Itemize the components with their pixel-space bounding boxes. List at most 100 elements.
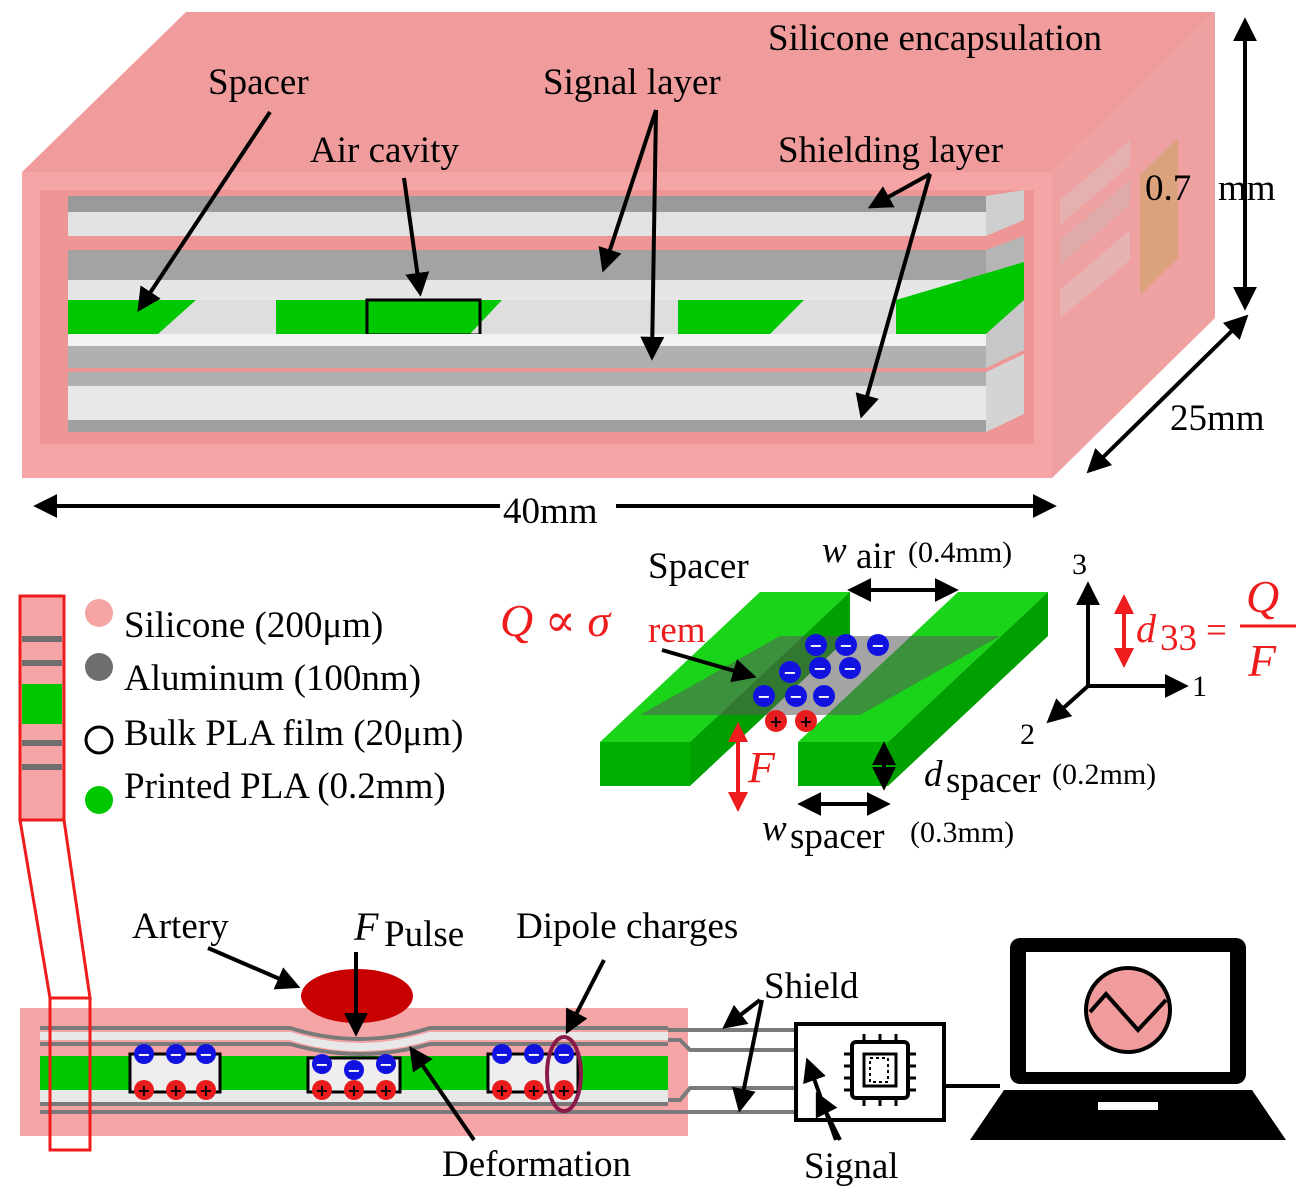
w-air-subscript: air: [856, 536, 895, 577]
depth-label: 25mm: [1170, 398, 1265, 439]
positive-charge: [376, 1080, 396, 1100]
force-symbol: F: [747, 743, 776, 792]
signal-arrow-bottom: [640, 109, 665, 361]
d-spacer-subscript: spacer: [946, 760, 1041, 801]
plus-sign: +: [379, 1081, 392, 1100]
legend-film-marker: [84, 725, 114, 755]
plus-sign: +: [495, 1081, 508, 1100]
d-spacer-symbol: d: [924, 754, 943, 795]
minus-sign: −: [843, 659, 856, 678]
spacer-block-3: [678, 300, 804, 334]
minus-sign: −: [871, 636, 884, 655]
w-spacer-symbol: w: [762, 808, 787, 849]
negative-charge: [344, 1060, 364, 1080]
w-air-value: (0.4mm): [908, 536, 1012, 569]
plus-sign: +: [799, 712, 812, 731]
minus-sign: −: [789, 687, 802, 706]
thickness-value: 0.7: [1145, 168, 1191, 209]
negative-charge: [835, 634, 857, 656]
d33-symbol: d: [1136, 606, 1157, 651]
axis-1-label: 1: [1192, 670, 1207, 703]
minus-sign: −: [199, 1045, 212, 1064]
negative-charge: [867, 634, 889, 656]
spacer-label: Spacer: [208, 62, 309, 103]
d33-equation: d 33 = Q F: [1114, 571, 1296, 686]
positive-charge: [492, 1080, 512, 1100]
plus-sign: +: [557, 1081, 570, 1100]
negative-charge: [839, 657, 861, 679]
legend-film-label: Bulk PLA film (20μm): [124, 713, 464, 754]
depth-dimension: [1086, 314, 1249, 474]
minus-sign: −: [315, 1055, 328, 1074]
legend-silicone-label: Silicone (200μm): [124, 605, 383, 646]
dipole-label: Dipole charges: [516, 906, 738, 947]
minus-sign: −: [169, 1045, 182, 1064]
positive-charge: [524, 1080, 544, 1100]
minus-sign: −: [813, 659, 826, 678]
air-cavity-label: Air cavity: [310, 130, 459, 171]
plus-sign: +: [769, 712, 782, 731]
negative-charge: [524, 1044, 544, 1064]
encapsulation-top-face: [22, 12, 1215, 172]
minus-sign: −: [137, 1045, 150, 1064]
positive-charge: [765, 710, 787, 732]
legend: Silicone (200μm) Aluminum (100nm) Bulk P…: [84, 599, 464, 814]
axes: 3 1 2: [1020, 548, 1207, 751]
plus-sign: +: [527, 1081, 540, 1100]
positive-charge: [134, 1080, 154, 1100]
deformation-label: Deformation: [442, 1144, 631, 1185]
plus-sign: +: [169, 1081, 182, 1100]
positive-charge: [166, 1080, 186, 1100]
q-arrow: [661, 648, 757, 683]
q-relation: Q ∝ σ: [500, 595, 612, 646]
positive-charge: [554, 1080, 574, 1100]
spacer-block-1: [68, 300, 196, 334]
waveform-icon: [1084, 966, 1172, 1054]
q-subscript: rem: [648, 610, 706, 651]
w-spacer-value: (0.3mm): [910, 816, 1014, 849]
dipole-arrow: [565, 959, 606, 1035]
negative-charge: [134, 1044, 154, 1064]
plus-sign: +: [347, 1081, 360, 1100]
positive-charges: ++: [765, 710, 817, 732]
artery-arrow: [207, 946, 301, 990]
negative-charges: −−−−−−−−−: [753, 634, 889, 707]
laptop-icon: [970, 938, 1286, 1140]
legend-silicone-marker: [85, 599, 113, 627]
minus-sign: −: [809, 636, 822, 655]
legend-pla-label: Printed PLA (0.2mm): [124, 766, 446, 807]
negative-charge: [166, 1044, 186, 1064]
plus-sign: +: [137, 1081, 150, 1100]
negative-charge: [813, 685, 835, 707]
shield-arrow-top: [867, 172, 931, 209]
unit-cell: −−−−−−−−− ++ Spacer w air (0.4mm) Q ∝ σ …: [500, 530, 1156, 857]
d33-subscript: 33: [1160, 618, 1197, 659]
axis-2: [1046, 684, 1090, 724]
chip-icon: [844, 1034, 916, 1106]
negative-charge: [312, 1054, 332, 1074]
negative-charge: [779, 661, 801, 683]
top-device: Silicone encapsulation Spacer Signal lay…: [22, 12, 1276, 532]
signal-layer-label: Signal layer: [543, 62, 721, 103]
minus-sign: −: [347, 1061, 360, 1080]
negative-charge: [492, 1044, 512, 1064]
shield-arrow-bottom: [855, 173, 932, 419]
negative-charge: [753, 685, 775, 707]
negative-charge: [376, 1054, 396, 1074]
cross-section-bar: [18, 594, 92, 1000]
negative-charge: [805, 634, 827, 656]
spacer-arrow: [137, 110, 272, 313]
equals-sign: =: [1206, 610, 1227, 651]
minus-sign: −: [379, 1055, 392, 1074]
shield-label: Shield: [764, 966, 859, 1007]
w-spacer-subscript: spacer: [790, 816, 885, 857]
minus-sign: −: [757, 687, 770, 706]
plus-sign: +: [199, 1081, 212, 1100]
w-air-symbol: w: [822, 530, 847, 571]
denominator: F: [1247, 635, 1277, 686]
pulse-symbol: F: [353, 904, 379, 949]
bottom-charges: −−−+++−−−+++−−−+++: [134, 1044, 574, 1100]
air-cavity-arrow: [402, 177, 430, 297]
deformation-arrow: [409, 1046, 476, 1142]
